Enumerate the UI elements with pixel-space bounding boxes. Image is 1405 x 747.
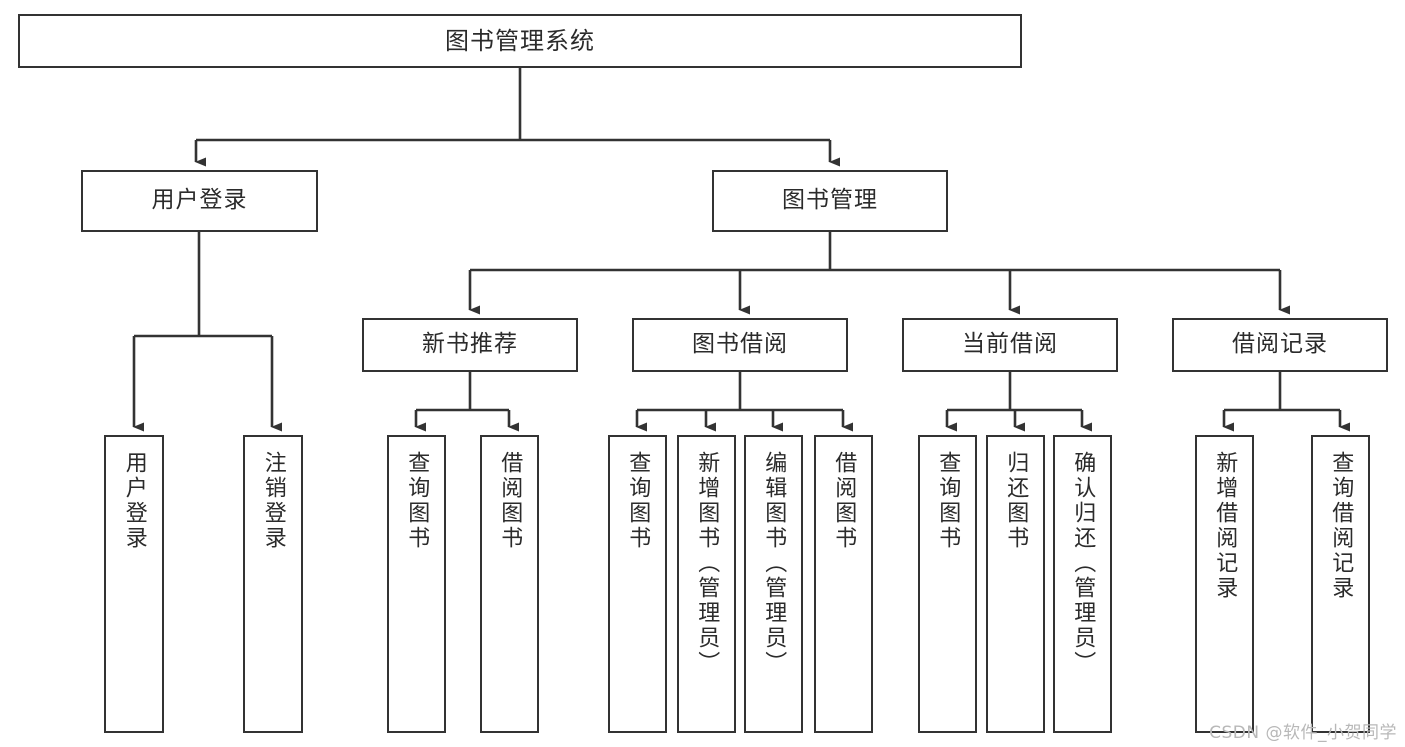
node-book-borrowing[interactable]: 图书借阅 xyxy=(632,318,848,372)
node-label: 用户登录 xyxy=(121,451,147,551)
node-label: 图书借阅 xyxy=(692,331,788,358)
node-label: 借阅图书 xyxy=(831,451,857,551)
node-leaf-borrow-books-recommend[interactable]: 借阅图书 xyxy=(480,435,539,733)
node-label: 查询图书 xyxy=(935,451,961,551)
node-label: 归还图书 xyxy=(1003,451,1029,551)
node-root-book-management-system[interactable]: 图书管理系统 xyxy=(18,14,1022,68)
node-leaf-edit-book-admin[interactable]: 编辑图书（管理员） xyxy=(744,435,803,733)
node-label: 新书推荐 xyxy=(422,331,518,358)
node-leaf-add-book-admin[interactable]: 新增图书（管理员） xyxy=(677,435,736,733)
node-leaf-query-books-current[interactable]: 查询图书 xyxy=(918,435,977,733)
node-leaf-return-books[interactable]: 归还图书 xyxy=(986,435,1045,733)
node-label: 用户登录 xyxy=(151,187,248,214)
node-current-borrowing[interactable]: 当前借阅 xyxy=(902,318,1118,372)
node-borrowing-record[interactable]: 借阅记录 xyxy=(1172,318,1388,372)
node-leaf-logout[interactable]: 注销登录 xyxy=(243,435,303,733)
node-leaf-confirm-return-admin[interactable]: 确认归还（管理员） xyxy=(1053,435,1112,733)
node-label: 图书管理 xyxy=(782,187,878,214)
node-label: 新增借阅记录 xyxy=(1212,451,1238,601)
node-label: 编辑图书（管理员） xyxy=(761,451,787,676)
node-leaf-add-borrow-record[interactable]: 新增借阅记录 xyxy=(1195,435,1254,733)
node-new-book-recommendation[interactable]: 新书推荐 xyxy=(362,318,578,372)
node-label: 查询图书 xyxy=(625,451,651,551)
node-label: 图书管理系统 xyxy=(445,26,595,55)
node-book-management[interactable]: 图书管理 xyxy=(712,170,948,232)
node-label: 新增图书（管理员） xyxy=(694,451,720,676)
csdn-watermark: CSDN @软件_小贺同学 xyxy=(1209,723,1397,743)
node-leaf-borrow-books[interactable]: 借阅图书 xyxy=(814,435,873,733)
node-leaf-user-login[interactable]: 用户登录 xyxy=(104,435,164,733)
node-label: 借阅图书 xyxy=(497,451,523,551)
node-label: 借阅记录 xyxy=(1232,331,1328,358)
node-leaf-query-books-borrow[interactable]: 查询图书 xyxy=(608,435,667,733)
node-user-login[interactable]: 用户登录 xyxy=(81,170,318,232)
node-label: 查询借阅记录 xyxy=(1328,451,1354,601)
node-label: 当前借阅 xyxy=(962,331,1058,358)
node-label: 注销登录 xyxy=(260,451,286,551)
node-label: 查询图书 xyxy=(404,451,430,551)
node-leaf-query-borrow-record[interactable]: 查询借阅记录 xyxy=(1311,435,1370,733)
node-leaf-query-books-recommend[interactable]: 查询图书 xyxy=(387,435,446,733)
node-label: 确认归还（管理员） xyxy=(1070,451,1096,676)
